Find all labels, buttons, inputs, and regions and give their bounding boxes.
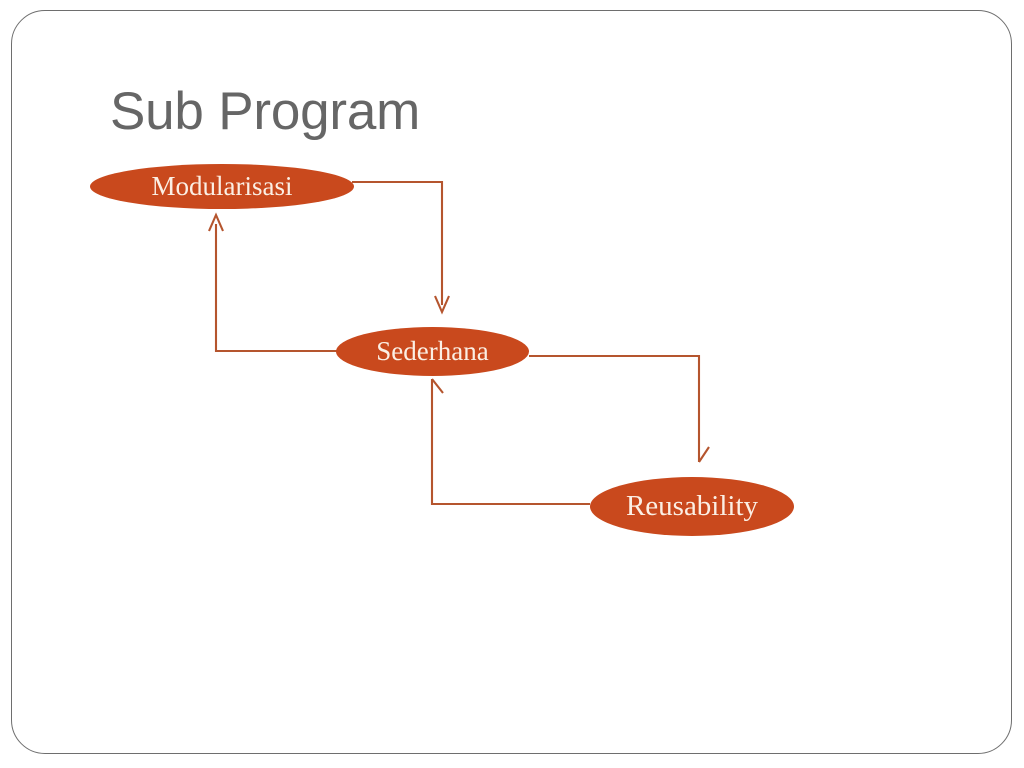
connector-sederhana-to-modularisasi [208, 212, 337, 353]
page-title: Sub Program [110, 82, 421, 141]
node-reusability[interactable]: Reusability [590, 477, 794, 536]
connector-modularisasi-to-sederhana [352, 180, 450, 315]
connector-sederhana-to-reusability [529, 354, 710, 463]
node-sederhana[interactable]: Sederhana [336, 327, 529, 376]
node-sederhana-label: Sederhana [376, 336, 489, 366]
connector-reusability-to-sederhana [430, 378, 590, 506]
node-modularisasi[interactable]: Modularisasi [90, 164, 354, 209]
node-reusability-label: Reusability [625, 490, 759, 522]
node-modularisasi-label: Modularisasi [151, 171, 293, 201]
